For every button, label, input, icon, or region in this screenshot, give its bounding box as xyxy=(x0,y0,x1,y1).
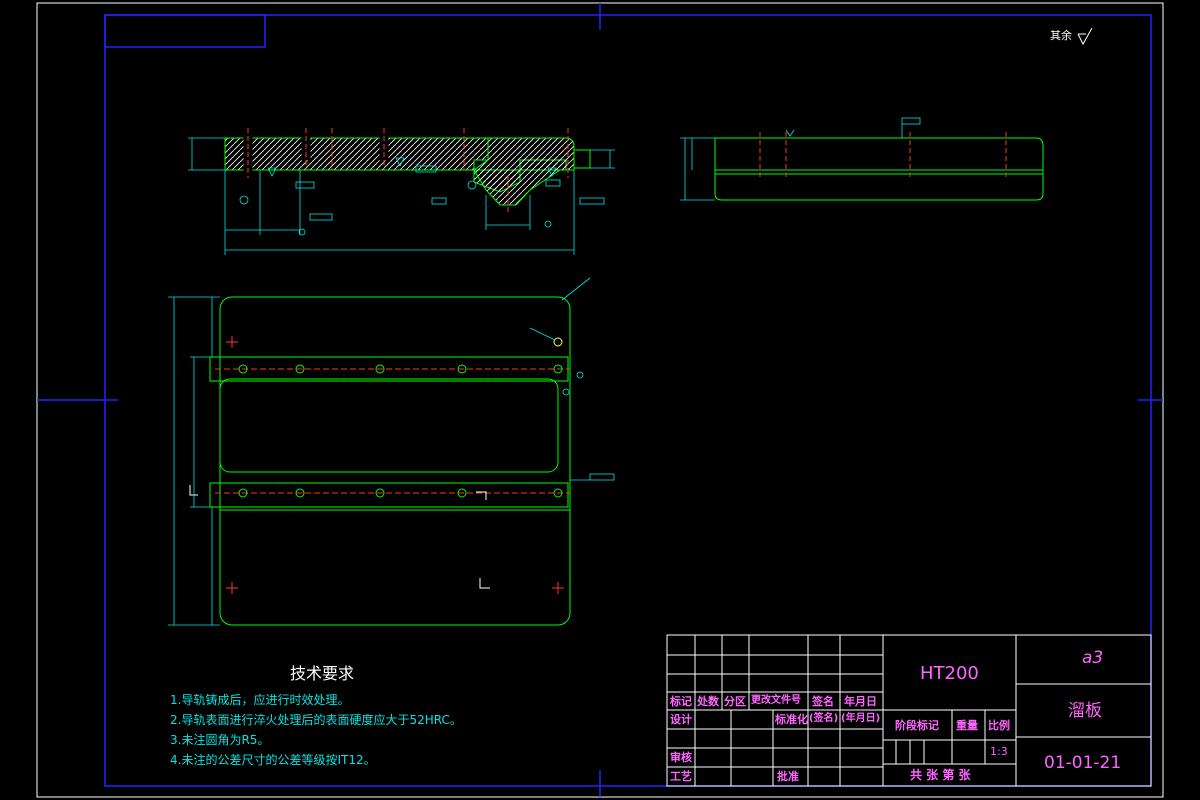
title-block-grid xyxy=(666,634,1152,787)
tb-label-design: 设计 xyxy=(670,713,692,726)
tb-label-count: 处数 xyxy=(697,695,719,708)
tb-label-sheets: 共 张 第 张 xyxy=(910,768,971,782)
scale-value: 1:3 xyxy=(990,745,1008,758)
tech-requirement-item: 2.导轨表面进行淬火处理后的表面硬度应大于52HRC。 xyxy=(170,713,462,727)
tb-label-scale: 比例 xyxy=(988,719,1010,732)
tech-requirement-item: 3.未注圆角为R5。 xyxy=(170,733,270,747)
tb-label-signature-paren: (签名) xyxy=(809,713,839,724)
top-view xyxy=(168,277,615,626)
tb-label-signature: 签名 xyxy=(812,695,834,708)
tb-label-standardize: 标准化 xyxy=(775,713,808,726)
right-lug xyxy=(574,149,591,169)
tb-label-weight: 重量 xyxy=(956,719,978,732)
drawing-frame xyxy=(104,14,1152,787)
tech-requirement-item: 4.未注的公差尺寸的公差等级按IT12。 xyxy=(170,753,376,767)
tb-label-review: 审核 xyxy=(670,751,692,764)
side-view xyxy=(680,117,1044,201)
tb-label-date-paren: (年月日) xyxy=(841,713,881,724)
tb-label-process: 工艺 xyxy=(670,770,692,783)
format-label: a3 xyxy=(1082,648,1104,668)
roughness-symbol xyxy=(1077,27,1093,46)
corner-roughness-label: 其余 xyxy=(1050,29,1072,42)
tb-label-approve: 批准 xyxy=(777,770,799,783)
tb-label-date: 年月日 xyxy=(844,695,877,708)
tb-label-mark: 标记 xyxy=(670,695,692,708)
tb-label-stage-mark: 阶段标记 xyxy=(895,719,939,732)
wedge-hatch xyxy=(473,137,575,206)
sheet-border xyxy=(36,2,1164,798)
tech-requirements-title: 技术要求 xyxy=(290,664,355,683)
tb-label-change-doc: 更改文件号 xyxy=(751,695,801,706)
corner-box xyxy=(104,14,266,48)
front-section-view xyxy=(188,128,615,255)
tech-requirement-item: 1.导轨铸成后，应进行时效处理。 xyxy=(170,693,350,707)
tb-label-zone: 分区 xyxy=(724,695,746,708)
material-label: HT200 xyxy=(920,663,979,684)
drawing-number: 01-01-21 xyxy=(1044,753,1122,773)
part-name: 溜板 xyxy=(1068,701,1102,721)
